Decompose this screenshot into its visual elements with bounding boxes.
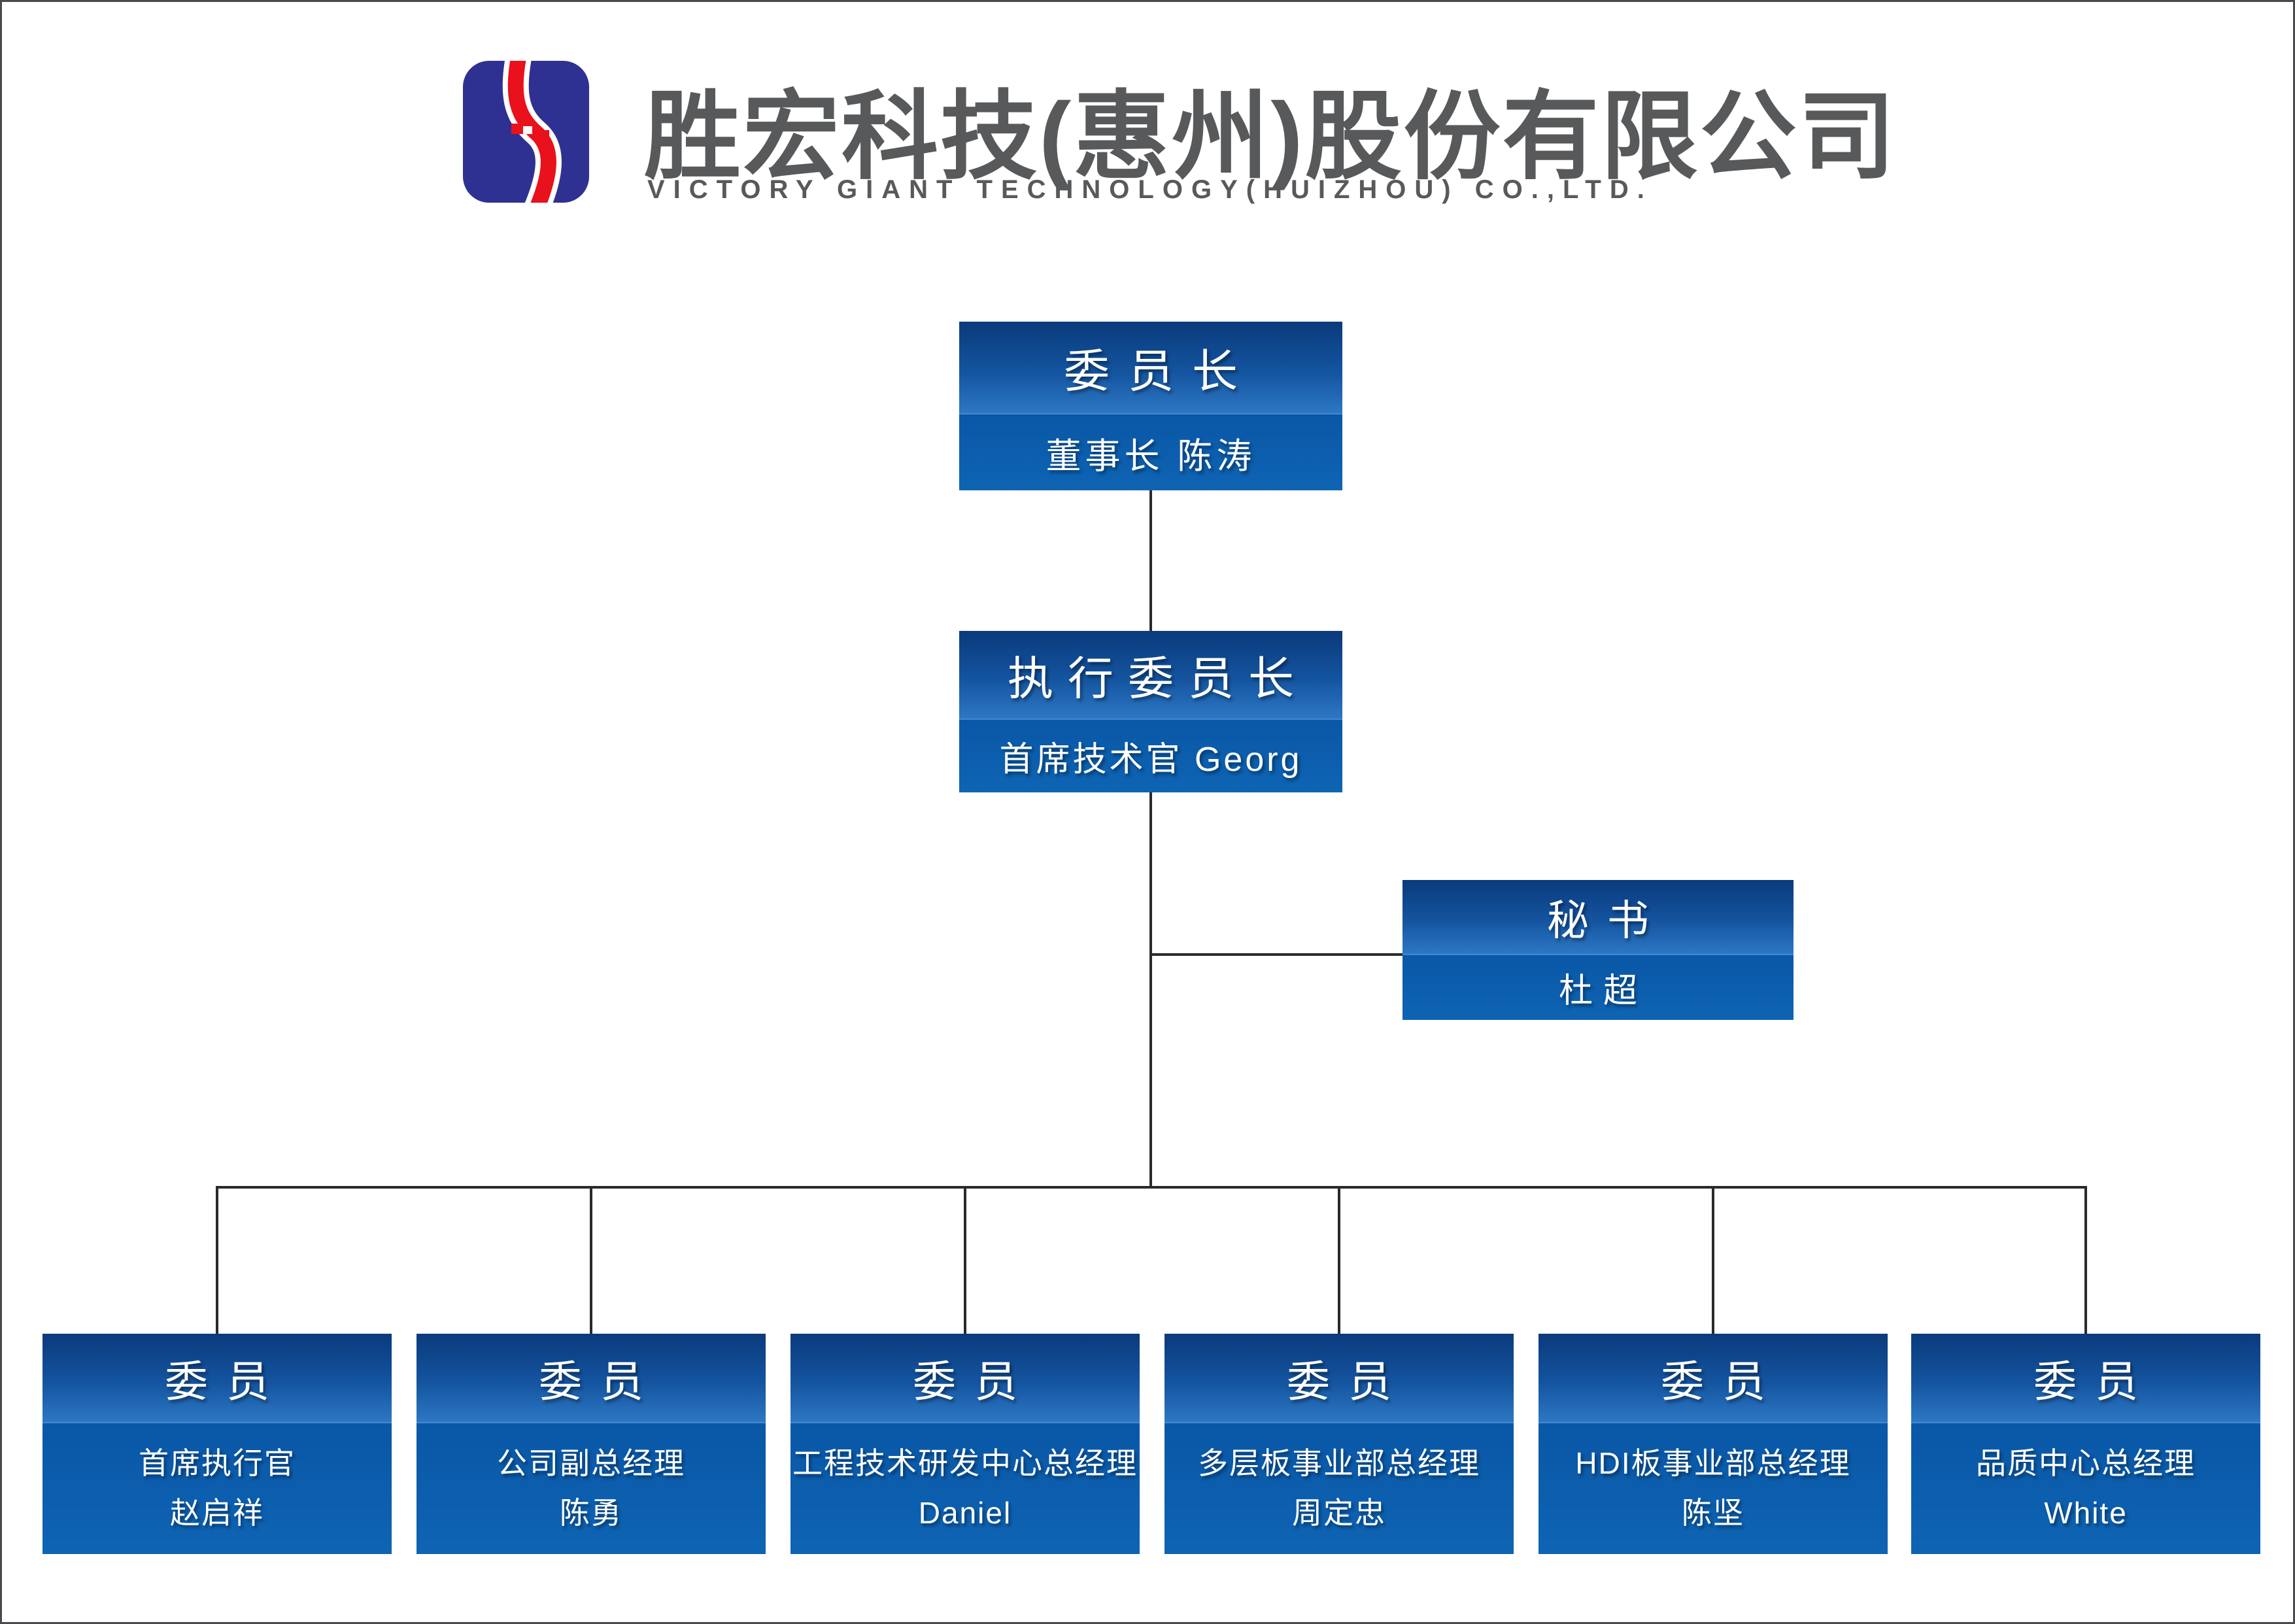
- node-title: 执行委员长: [959, 631, 1342, 719]
- member-name: 周定忠: [1292, 1496, 1386, 1530]
- company-logo-icon: [463, 61, 589, 203]
- node-title: 委员: [1538, 1334, 1888, 1422]
- member-name: White: [2044, 1496, 2128, 1530]
- org-node-member-1: 委员 首席执行官 赵启祥: [42, 1334, 392, 1554]
- member-role: 首席执行官: [139, 1446, 296, 1481]
- org-node-member-5: 委员 HDI板事业部总经理 陈坚: [1538, 1334, 1888, 1554]
- connector-trunk: [216, 1186, 2087, 1189]
- node-title: 委员长: [959, 322, 1342, 413]
- node-title: 委员: [1164, 1334, 1514, 1422]
- connector-drop-4: [1338, 1187, 1340, 1335]
- org-node-exec-chairman: 执行委员长 首席技术官 Georg: [959, 631, 1342, 792]
- connector-drop-2: [590, 1187, 592, 1335]
- connector-exec-to-trunk: [1149, 792, 1152, 1189]
- company-name-en: VICTORY GIANT TECHNOLOGY(HUIZHOU) CO.,LT…: [647, 175, 1653, 204]
- node-title: 委员: [42, 1334, 392, 1422]
- node-title: 委员: [416, 1334, 766, 1422]
- member-name: 陈坚: [1682, 1496, 1744, 1530]
- company-name-zh: 胜宏科技(惠州)股份有限公司: [644, 83, 1897, 191]
- member-role: 多层板事业部总经理: [1198, 1446, 1480, 1481]
- org-node-member-4: 委员 多层板事业部总经理 周定忠: [1164, 1334, 1514, 1554]
- org-node-member-6: 委员 品质中心总经理 White: [1911, 1334, 2260, 1554]
- node-title: 秘书: [1402, 880, 1794, 954]
- connector-drop-5: [1712, 1187, 1714, 1335]
- connector-chairman-to-exec: [1149, 490, 1152, 632]
- member-role: 公司副总经理: [497, 1446, 685, 1481]
- node-title: 委员: [1911, 1334, 2260, 1422]
- member-name: Daniel: [918, 1496, 1012, 1530]
- node-subtitle: 董事长 陈涛: [959, 413, 1342, 490]
- org-node-chairman: 委员长 董事长 陈涛: [959, 322, 1342, 490]
- member-role: 工程技术研发中心总经理: [792, 1446, 1138, 1481]
- org-node-secretary: 秘书 杜超: [1402, 880, 1794, 1020]
- member-name: 陈勇: [560, 1496, 622, 1530]
- node-subtitle: 首席技术官 Georg: [959, 719, 1342, 792]
- connector-to-secretary: [1151, 953, 1404, 956]
- member-role: 品质中心总经理: [1976, 1446, 2196, 1481]
- org-node-member-2: 委员 公司副总经理 陈勇: [416, 1334, 766, 1554]
- node-subtitle: 杜超: [1402, 954, 1794, 1020]
- connector-drop-6: [2084, 1187, 2087, 1335]
- member-role: HDI板事业部总经理: [1575, 1446, 1851, 1481]
- org-node-member-3: 委员 工程技术研发中心总经理 Daniel: [790, 1334, 1140, 1554]
- member-name: 赵启祥: [170, 1496, 264, 1530]
- connector-drop-1: [216, 1187, 218, 1335]
- node-title: 委员: [790, 1334, 1140, 1422]
- connector-drop-3: [964, 1187, 966, 1335]
